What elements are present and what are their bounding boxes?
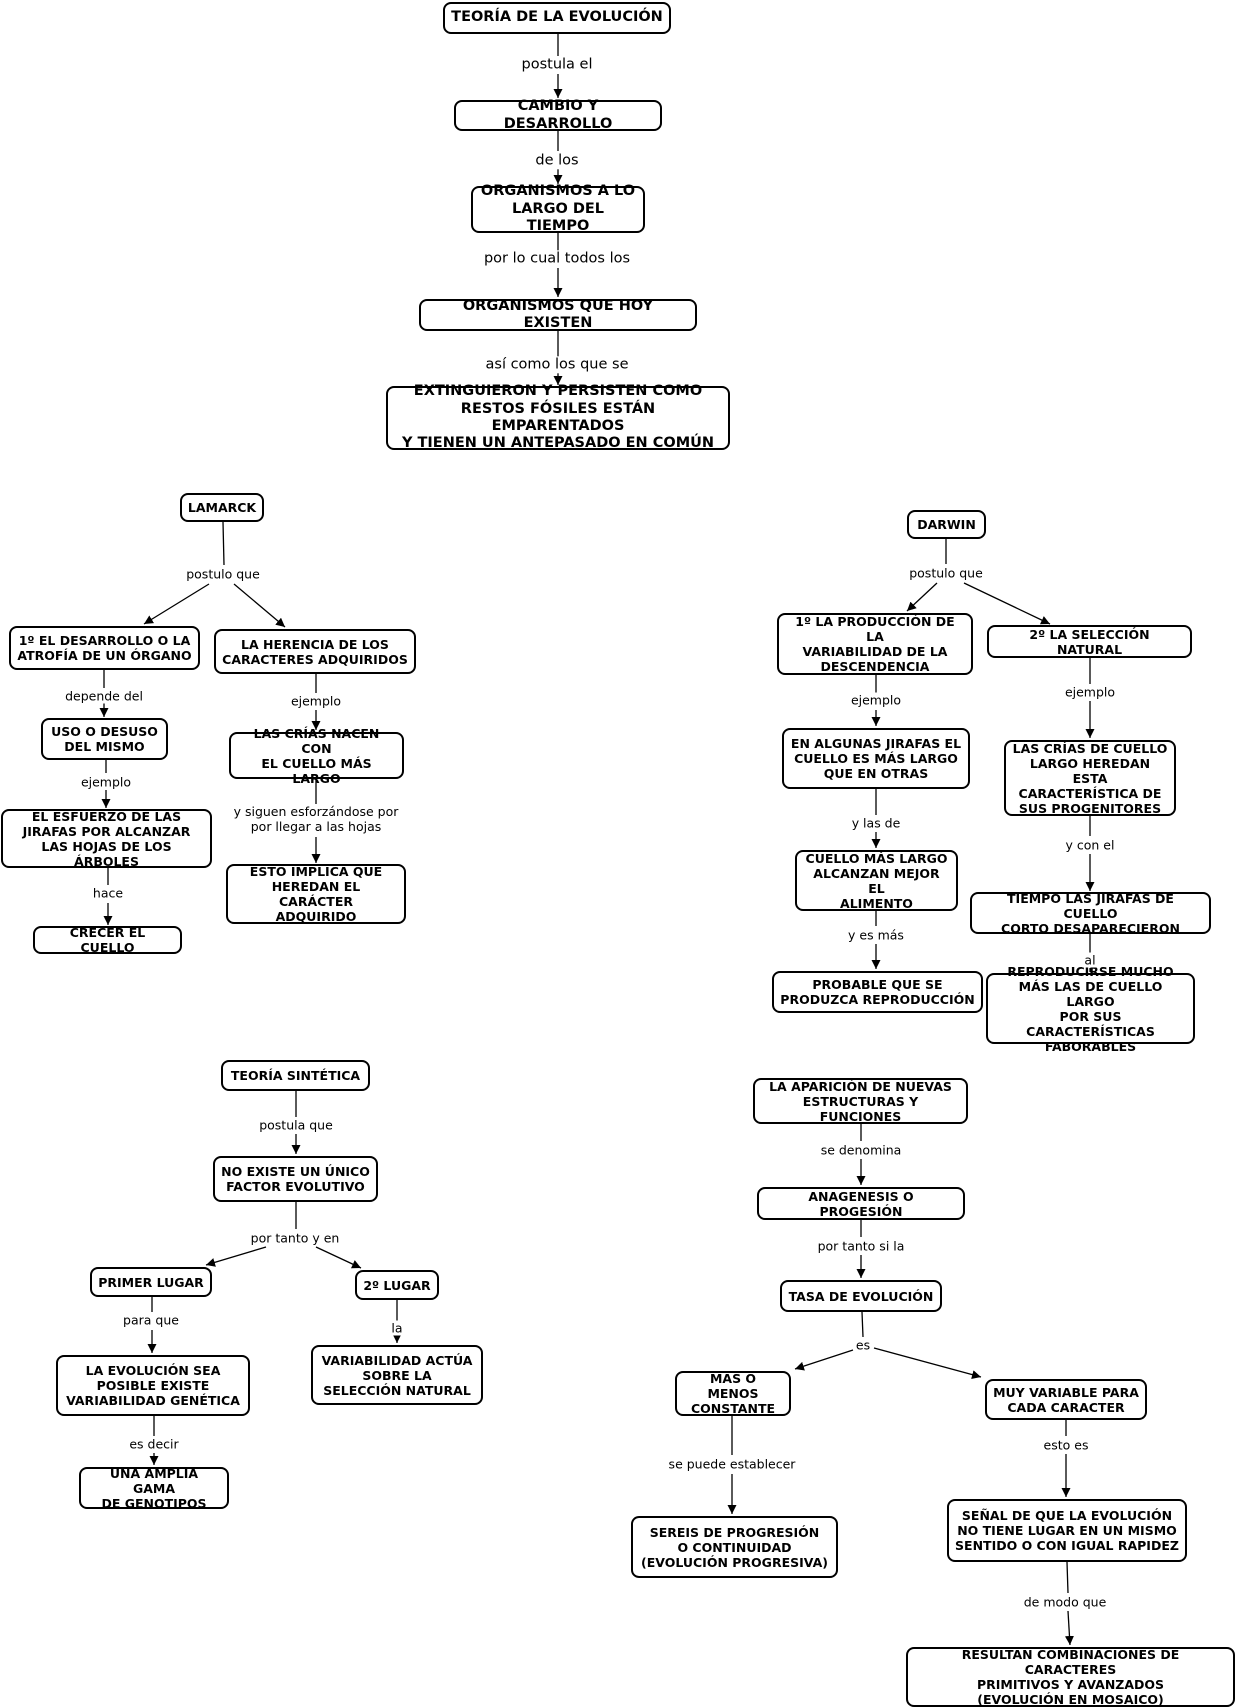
node-lam-crias: LAS CRÍAS NACEN CON EL CUELLO MÁS LARGO (229, 726, 404, 786)
node-dar-crias: LAS CRÍAS DE CUELLO LARGO HEREDAN ESTA C… (1004, 740, 1176, 816)
link-label: la (389, 1320, 405, 1336)
link-label: ejemplo (848, 692, 904, 708)
node-tasa: TASA DE EVOLUCIÓN (780, 1280, 942, 1312)
node-sin-primer: PRIMER LUGAR (90, 1267, 212, 1297)
node-dar-seleccion: 2º LA SELECCIÓN NATURAL (987, 625, 1192, 658)
node-sin-factor: NO EXISTE UN ÚNICO FACTOR EVOLUTIVO (213, 1156, 378, 1202)
link-label: por tanto y en (248, 1230, 342, 1246)
connector-arrow (906, 582, 938, 612)
link-label: por lo cual todos los (481, 250, 633, 268)
node-sin-gama: UNA AMPLIA GAMA DE GENOTIPOS (79, 1466, 229, 1511)
connector-line (861, 1311, 864, 1338)
connector-arrow (794, 1349, 854, 1371)
node-lam-uso: USO O DESUSO DEL MISMO (41, 718, 168, 760)
node-lam-implica: ESTO IMPLICA QUE HEREDAN EL CARÁCTER ADQ… (226, 864, 406, 924)
link-label: postula el (519, 56, 595, 74)
link-label: ejemplo (288, 693, 344, 709)
connector-arrow (233, 583, 286, 628)
connector-arrow (963, 582, 1051, 625)
link-label: se puede establecer (666, 1456, 798, 1472)
link-label: y las de (849, 815, 903, 831)
node-sintetica: TEORÍA SINTÉTICA (221, 1060, 370, 1091)
link-label: para que (121, 1312, 181, 1328)
link-label: es (853, 1337, 873, 1353)
link-label: es decir (127, 1436, 181, 1452)
link-label: hace (90, 885, 126, 901)
node-lam-esfuerzo: EL ESFUERZO DE LAS JIRAFAS POR ALCANZAR … (1, 809, 212, 869)
node-dar-cuello: CUELLO MÁS LARGO ALCANZAN MEJOR EL ALIME… (795, 850, 958, 911)
link-label: ejemplo (1062, 684, 1118, 700)
connector-arrow (205, 1246, 267, 1267)
connector-line (1066, 1561, 1069, 1594)
connector-arrow (873, 1347, 982, 1379)
connector-arrow (1064, 1610, 1074, 1646)
link-label: y con el (1063, 837, 1117, 853)
node-sin-segundo: 2º LUGAR (355, 1270, 439, 1300)
node-darwin: DARWIN (907, 510, 986, 539)
node-organismos-tiempo: ORGANISMOS A LO LARGO DEL TIEMPO (471, 183, 645, 234)
node-sereis: SEREIS DE PROGRESIÓN O CONTINUIDAD (EVOL… (631, 1516, 838, 1578)
link-label: al (1082, 952, 1098, 968)
node-dar-jirafas: EN ALGUNAS JIRAFAS EL CUELLO ES MÁS LARG… (782, 728, 970, 789)
link-label: se denomina (818, 1142, 904, 1158)
link-label: de modo que (1021, 1594, 1109, 1610)
node-cambio-desarrollo: CAMBIO Y DESARROLLO (454, 98, 662, 132)
node-lam-herencia: LA HERENCIA DE LOS CARACTERES ADQUIRIDOS (214, 629, 416, 674)
node-dar-produccion: 1º LA PRODUCCIÓN DE LA VARIABILIDAD DE L… (777, 613, 973, 675)
link-label: postulo que (907, 565, 985, 581)
connector-arrow (143, 583, 210, 625)
link-label: y siguen esforzándose por por llegar a l… (231, 804, 401, 834)
link-label: postula que (257, 1117, 335, 1133)
node-lam-desarrollo: 1º EL DESARROLLO O LA ATROFÍA DE UN ÓRGA… (9, 626, 200, 670)
node-lamarck: LAMARCK (180, 493, 264, 522)
link-label: y es más (846, 927, 906, 943)
node-anagenesis: ANAGENESIS O PROGESIÓN (757, 1187, 965, 1220)
node-dar-reproducirse: REPRODUCIRSE MUCHO MÁS LAS DE CUELLO LAR… (986, 964, 1195, 1054)
node-dar-probable: PROBABLE QUE SE PRODUZCA REPRODUCCIÓN (772, 971, 983, 1013)
node-dar-tiempo: TIEMPO LAS JIRAFAS DE CUELLO CORTO DESAP… (970, 891, 1211, 936)
connector-line (222, 521, 225, 566)
node-constante: MÁS O MENOS CONSTANTE (675, 1371, 791, 1416)
link-label: ejemplo (78, 774, 134, 790)
link-label: por tanto si la (815, 1238, 907, 1254)
node-extinguieron: EXTINGUIERON Y PERSISTEN COMO RESTOS FÓS… (386, 383, 730, 451)
connector-arrow (315, 1246, 362, 1269)
node-teoria-evolucion: TEORÍA DE LA EVOLUCIÓN (443, 2, 671, 34)
node-aparicion: LA APARICIÓN DE NUEVAS ESTRUCTURAS Y FUN… (753, 1078, 968, 1124)
node-organismos-hoy: ORGANISMOS QUE HOY EXISTEN (419, 298, 697, 331)
node-sin-posible: LA EVOLUCIÓN SEA POSIBLE EXISTE VARIABIL… (56, 1355, 250, 1416)
node-variable: MUY VARIABLE PARA CADA CARACTER (985, 1379, 1147, 1420)
link-label: esto es (1041, 1437, 1091, 1453)
link-label: postulo que (184, 566, 262, 582)
node-senal: SEÑAL DE QUE LA EVOLUCIÓN NO TIENE LUGAR… (947, 1499, 1187, 1562)
link-label: así como los que se (483, 356, 631, 374)
node-lam-crecer: CRECER EL CUELLO (33, 925, 182, 955)
link-label: depende del (63, 688, 145, 704)
node-resultan: RESULTAN COMBINACIONES DE CARACTERES PRI… (906, 1647, 1235, 1707)
link-label: de los (533, 152, 581, 170)
node-sin-variabilidad: VARIABILIDAD ACTÚA SOBRE LA SELECCIÓN NA… (311, 1345, 483, 1405)
